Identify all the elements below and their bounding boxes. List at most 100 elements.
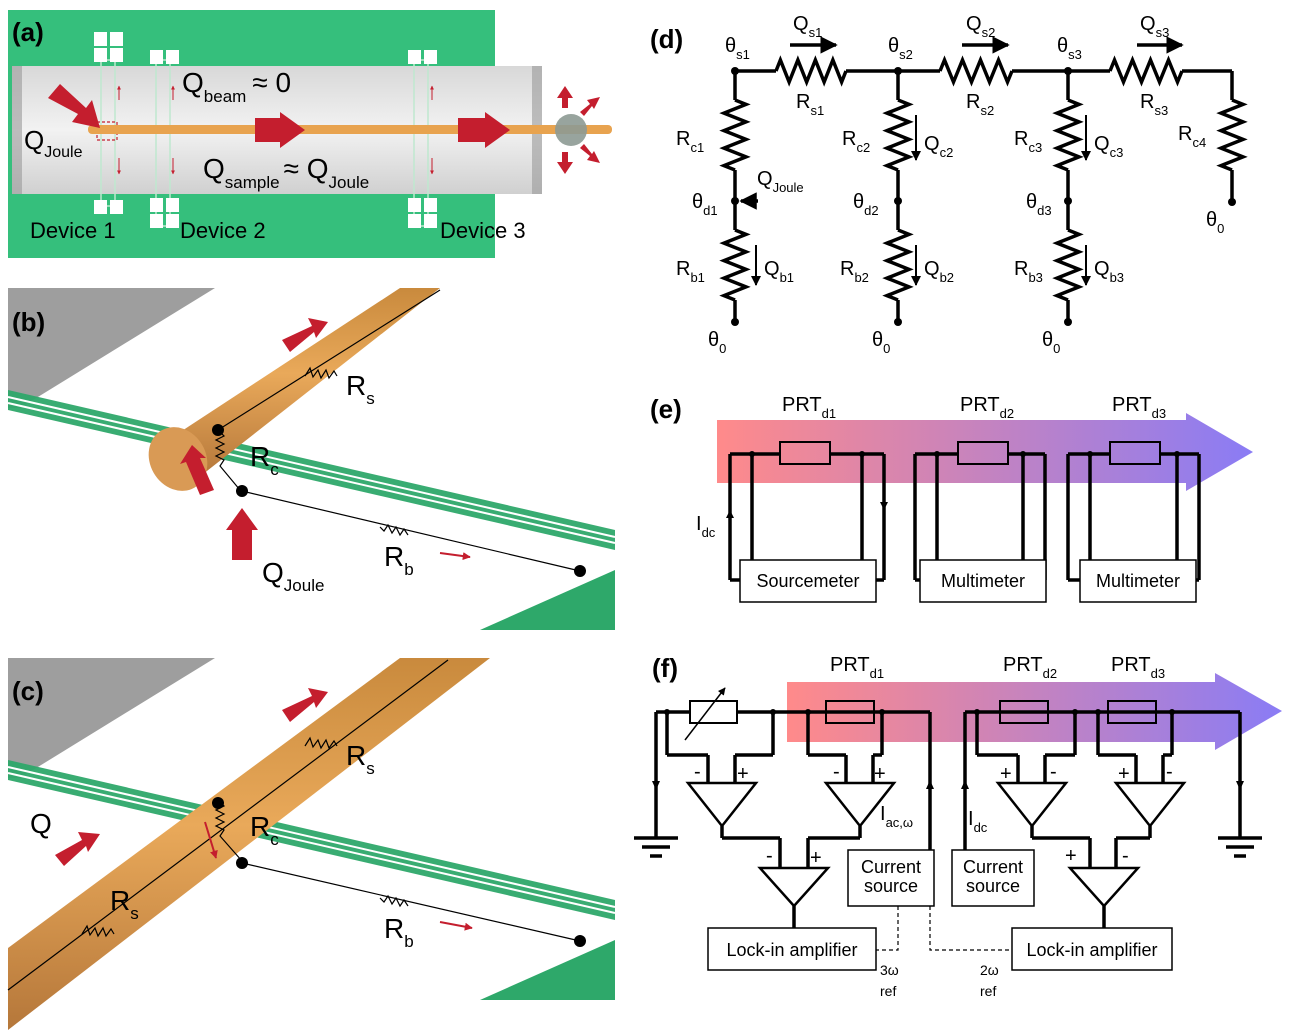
diff-amp-3	[757, 866, 831, 908]
theta-s1-label: θs1	[725, 35, 750, 62]
plus-sign: +	[1000, 763, 1012, 785]
substrate-edge	[8, 658, 215, 778]
diff-amp-5	[1113, 781, 1187, 829]
panel-c: (c) Q Rs Rs Rc Rb	[7, 658, 616, 1030]
prt-d2-label: PRTd2	[1003, 654, 1057, 681]
device-1-label: Device 1	[30, 218, 116, 243]
theta-d2-label: θd2	[853, 191, 879, 218]
prt-d3-label: PRTd3	[1111, 654, 1165, 681]
node-theta-d3	[1064, 197, 1072, 205]
substrate-edge	[8, 288, 215, 408]
diff-amp-6	[1067, 866, 1141, 908]
resistor-rc2	[882, 98, 914, 172]
instrument-sourcemeter	[739, 559, 877, 603]
idc-down-arrow	[880, 502, 888, 510]
suspended-beam	[8, 760, 615, 920]
rb-label: Rb	[384, 541, 414, 579]
current-source-label: source	[966, 876, 1020, 896]
q-s1-label: Qs1	[793, 13, 822, 40]
idc-label: Idc	[696, 513, 716, 540]
panel-c-label: (c)	[12, 676, 44, 706]
plus-sign: +	[874, 763, 886, 785]
node-theta-s3	[1064, 67, 1072, 75]
theta-d3-label: θd3	[1026, 191, 1052, 218]
panel-a: (a) QJoule Qbeam≈ 0 Qsample≈ QJoule Devi…	[8, 10, 612, 258]
resistor-rs2	[938, 55, 1014, 87]
contact-pad	[480, 570, 615, 630]
ref-2w-label: 2ω	[980, 962, 999, 978]
resistor-rb2	[882, 228, 914, 302]
node-theta-0	[1064, 318, 1072, 326]
device-3-beam	[408, 50, 437, 228]
rs-top-label: Rs	[346, 740, 375, 778]
ref-2w-label: ref	[980, 983, 996, 999]
node-theta-d1	[731, 197, 739, 205]
minus-sign: -	[766, 845, 773, 867]
radiation-arrows	[557, 86, 600, 174]
instrument-label: Multimeter	[1096, 571, 1180, 591]
node-theta-0	[894, 318, 902, 326]
minus-sign: -	[1122, 845, 1129, 867]
resistor-rc1	[719, 98, 751, 172]
heat-sink-bead	[555, 114, 587, 146]
theta-s3-label: θs3	[1057, 35, 1082, 62]
ref-3w-line	[876, 906, 899, 951]
prt-d3-label: PRTd3	[1112, 394, 1166, 421]
instrument-multimeter	[1079, 559, 1197, 603]
q-joule-label: QJoule	[757, 168, 804, 195]
sample-rod	[168, 288, 440, 478]
q-c3-label: Qc3	[1094, 133, 1123, 160]
node-theta-0	[1228, 198, 1236, 206]
lockin-label: Lock-in amplifier	[1026, 940, 1157, 960]
instrument-label: Sourcemeter	[756, 571, 859, 591]
sample-rod	[8, 658, 490, 1030]
lockin-label: Lock-in amplifier	[726, 940, 857, 960]
theta-0-label: θ0	[872, 329, 890, 356]
device-2-label: Device 2	[180, 218, 266, 243]
device-2-beam	[150, 50, 179, 228]
lockin-amplifier-1	[707, 927, 877, 971]
panel-b: (b) Rs Rc Rb QJoule	[7, 288, 616, 630]
diff-amp-4	[995, 781, 1069, 829]
panel-f-label: (f)	[652, 653, 678, 683]
idc-up-arrow	[726, 510, 734, 518]
r-b2-label: Rb2	[840, 258, 869, 285]
minus-sign: -	[1166, 761, 1173, 783]
theta-s2-label: θs2	[888, 35, 913, 62]
resistor-rs1	[774, 55, 848, 87]
variable-resistor-arrow	[684, 687, 726, 741]
prt-d1-label: PRTd1	[830, 654, 884, 681]
plus-sign: +	[1118, 763, 1130, 785]
diff-amp-1	[685, 781, 759, 829]
panel-a-label: (a)	[12, 17, 44, 47]
r-c4-label: Rc4	[1178, 123, 1206, 150]
prt-resistor-3	[1107, 700, 1157, 724]
rb-label: Rb	[384, 913, 414, 951]
theta-d1-label: θd1	[692, 191, 718, 218]
node-theta-s1	[731, 67, 739, 75]
ref-2w-line	[929, 906, 1012, 951]
current-source-ac	[847, 849, 935, 907]
panel-e-label: (e)	[650, 394, 682, 424]
q-b3-label: Qb3	[1094, 258, 1124, 285]
rs-label: Rs	[346, 370, 375, 408]
instrument-multimeter	[919, 559, 1047, 603]
panel-d: (d)	[650, 24, 683, 54]
rs-bottom-label: Rs	[110, 885, 139, 923]
node-theta-d2	[894, 197, 902, 205]
diff-amp-2	[823, 781, 897, 829]
resistor-rc4	[1216, 98, 1248, 172]
r-s1-label: Rs1	[796, 91, 824, 118]
suspended-beam	[8, 390, 615, 550]
resistor-rb3	[1052, 228, 1084, 302]
prt-resistor-2	[999, 700, 1049, 724]
current-source-label: source	[864, 876, 918, 896]
q-b1-label: Qb1	[764, 258, 794, 285]
prt-d2-label: PRTd2	[960, 394, 1014, 421]
q-s2-label: Qs2	[966, 13, 995, 40]
iac-label: Iac,ω	[880, 803, 913, 830]
rc-label: Rc	[250, 441, 279, 479]
r-c1-label: Rc1	[676, 128, 704, 155]
instrument-label: Multimeter	[941, 571, 1025, 591]
